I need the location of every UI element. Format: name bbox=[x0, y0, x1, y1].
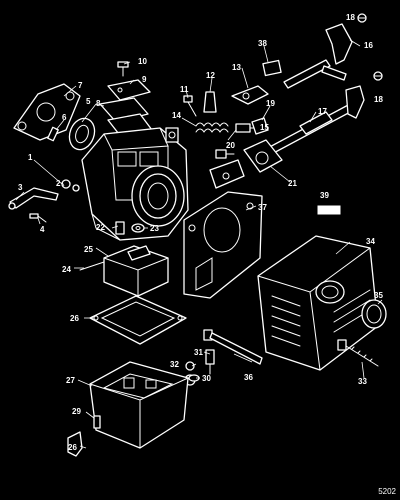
part-34-air-silencer bbox=[257, 235, 379, 371]
callout-labels: 7 5 6 10 9 8 11 12 13 14 38 18 16 18 17 … bbox=[18, 13, 383, 452]
callout-3: 3 bbox=[18, 183, 23, 192]
callout-18a: 18 bbox=[346, 13, 355, 22]
part-26b-elbow-fitting bbox=[67, 431, 83, 457]
callout-38: 38 bbox=[258, 39, 267, 48]
part-1-carburetor-body bbox=[81, 127, 189, 241]
part-27-float-bowl bbox=[89, 361, 189, 449]
callout-33: 33 bbox=[358, 377, 367, 386]
callout-11: 11 bbox=[180, 85, 189, 94]
part-24-pin bbox=[79, 261, 105, 271]
callout-10: 10 bbox=[138, 57, 147, 66]
part-31-screw bbox=[205, 349, 215, 375]
callout-39: 39 bbox=[320, 191, 329, 200]
part-5-diaphragm bbox=[68, 117, 96, 151]
callout-2: 2 bbox=[56, 179, 61, 188]
callout-19: 19 bbox=[266, 99, 275, 108]
part-16b-choke-lever bbox=[345, 85, 365, 119]
part-6-plug bbox=[47, 126, 59, 142]
callout-36: 36 bbox=[244, 373, 253, 382]
part-39-label-plate bbox=[317, 205, 341, 215]
part-25-float bbox=[103, 245, 169, 297]
callout-4: 4 bbox=[40, 225, 45, 234]
callout-9: 9 bbox=[142, 75, 147, 84]
part-33-screw bbox=[337, 339, 379, 367]
part-13-shaft bbox=[231, 59, 331, 105]
callout-21: 21 bbox=[288, 179, 297, 188]
part-7-flange-gasket bbox=[13, 83, 81, 141]
callout-24: 24 bbox=[62, 265, 71, 274]
part-16-throttle-lever bbox=[321, 23, 353, 81]
part-37-gasket bbox=[183, 191, 263, 299]
callout-7: 7 bbox=[78, 81, 83, 90]
part-23-gasket-ring bbox=[131, 223, 145, 233]
part-17-choke-shaft bbox=[263, 103, 355, 157]
part-29-fitting bbox=[93, 415, 101, 429]
callout-30: 30 bbox=[202, 374, 211, 383]
callout-26b: 26 bbox=[68, 443, 77, 452]
callout-22: 22 bbox=[96, 223, 105, 232]
callout-8: 8 bbox=[96, 99, 101, 108]
callout-14: 14 bbox=[172, 111, 181, 120]
part-19-fitting bbox=[251, 117, 269, 135]
callout-32: 32 bbox=[170, 360, 179, 369]
part-21-solenoid bbox=[209, 139, 283, 189]
part-36-needle-valve bbox=[165, 127, 179, 143]
callout-31: 31 bbox=[194, 348, 203, 357]
callout-18b: 18 bbox=[374, 95, 383, 104]
part-35-plug-cap bbox=[361, 299, 387, 329]
callout-27: 27 bbox=[66, 376, 75, 385]
callout-15: 15 bbox=[260, 123, 269, 132]
part-2-spring-clip bbox=[61, 179, 80, 192]
part-26a-bowl-gasket bbox=[89, 295, 187, 345]
callout-29: 29 bbox=[72, 407, 81, 416]
callout-12: 12 bbox=[206, 71, 215, 80]
callout-37: 37 bbox=[258, 203, 267, 212]
callout-35: 35 bbox=[374, 291, 383, 300]
leader-lines bbox=[15, 39, 383, 449]
callout-16: 16 bbox=[364, 41, 373, 50]
part-18a-screw bbox=[357, 13, 367, 23]
callout-23: 23 bbox=[150, 224, 159, 233]
part-10-screw bbox=[117, 61, 129, 77]
part-36-long-screw bbox=[203, 329, 263, 365]
part-38-bushing bbox=[262, 59, 282, 77]
callout-25: 25 bbox=[84, 245, 93, 254]
part-9-cover-plate bbox=[107, 79, 151, 101]
part-3-throttle-arm bbox=[8, 187, 59, 210]
callout-1: 1 bbox=[28, 153, 33, 162]
part-22-needle bbox=[115, 221, 125, 235]
callout-26a: 26 bbox=[70, 314, 79, 323]
callout-13: 13 bbox=[232, 63, 241, 72]
part-18b-screw bbox=[373, 71, 383, 81]
part-11-screw bbox=[183, 95, 197, 117]
figure-code: 5202 bbox=[378, 487, 396, 496]
callout-20: 20 bbox=[226, 141, 235, 150]
part-20-nipple bbox=[215, 149, 235, 159]
callout-6: 6 bbox=[62, 113, 67, 122]
part-12-fitting bbox=[203, 91, 217, 113]
callout-34: 34 bbox=[366, 237, 375, 246]
callout-5: 5 bbox=[86, 97, 91, 106]
part-14-spring bbox=[195, 122, 229, 133]
callout-17: 17 bbox=[318, 107, 327, 116]
